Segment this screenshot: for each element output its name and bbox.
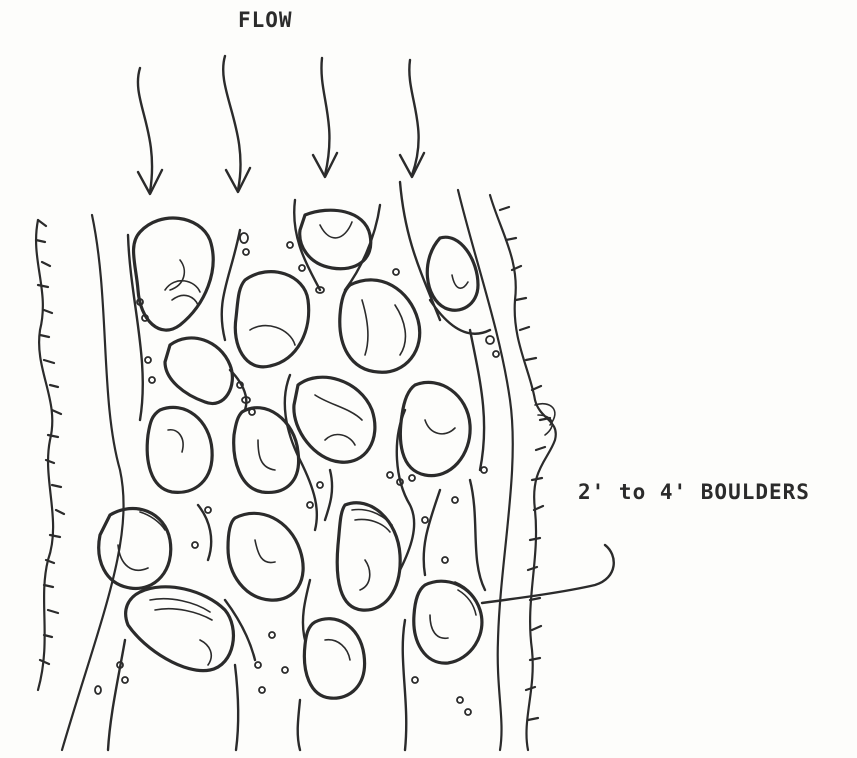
- right-bank: [458, 190, 556, 750]
- flow-arrow: [138, 68, 162, 194]
- boulder: [147, 407, 212, 492]
- boulder: [234, 408, 299, 493]
- left-bank: [36, 215, 124, 750]
- boulder: [165, 338, 232, 404]
- boulder: [340, 280, 420, 372]
- flow-arrow: [313, 58, 337, 177]
- boulder: [228, 513, 303, 600]
- flow-arrow: [223, 56, 250, 192]
- flow-arrow: [400, 60, 424, 177]
- boulder: [337, 503, 400, 610]
- boulder: [400, 382, 470, 475]
- boulder: [134, 218, 214, 330]
- boulder: [294, 377, 375, 462]
- boulder: [99, 508, 171, 588]
- boulder: [427, 237, 478, 310]
- boulder: [235, 272, 308, 367]
- boulder: [300, 210, 371, 269]
- boulder: [304, 619, 364, 699]
- flow-arrows: [138, 56, 424, 194]
- boulder-indicated: [414, 581, 482, 663]
- boulder: [126, 587, 234, 671]
